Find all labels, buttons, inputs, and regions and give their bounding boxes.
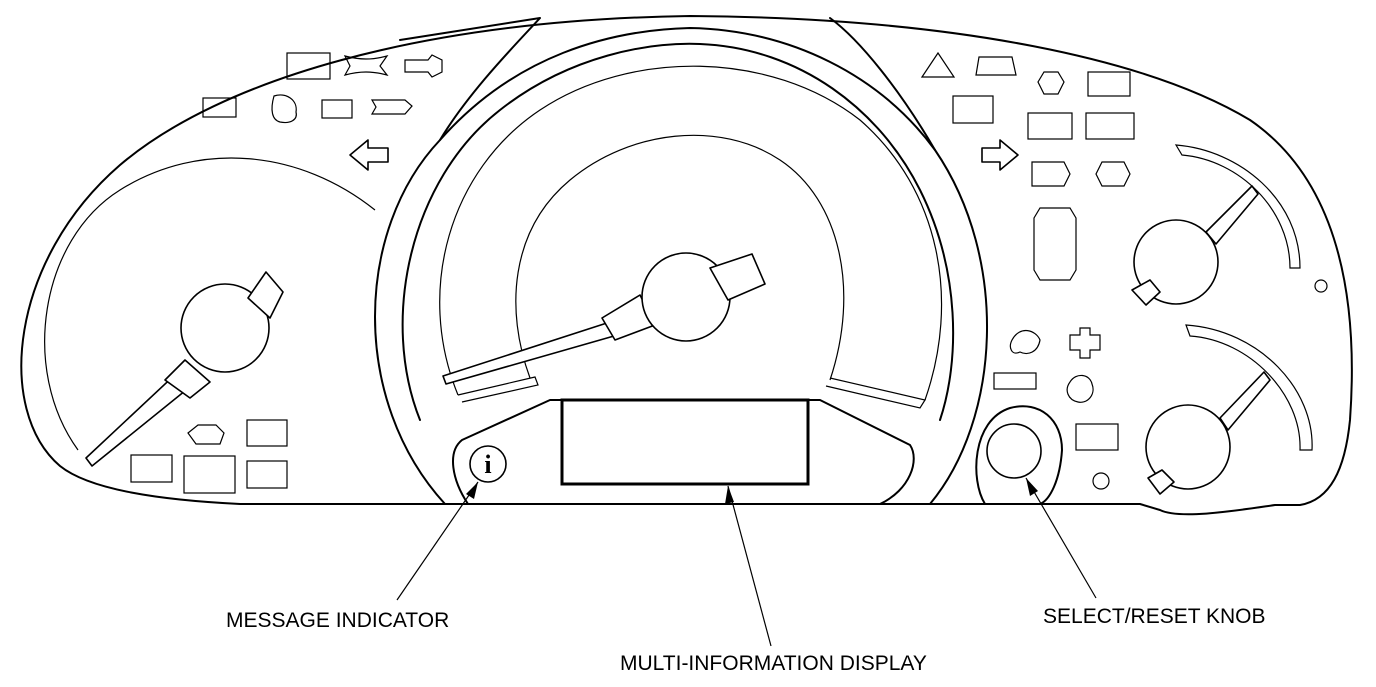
speedometer-needle-tail [709,253,766,301]
trip-reset-button-right [1314,279,1328,293]
odometer-icon [1075,423,1119,451]
engine-coolant-icon [1069,327,1101,359]
select-reset-knob [986,423,1042,479]
shift-indicator-icon [1033,207,1077,281]
message-indicator-arrowhead [466,482,478,499]
temperature-gauge-hub [1145,404,1231,490]
turn-signal-left-icon [349,139,389,171]
message-indicator: i [469,445,507,483]
message-indicator-glyph: i [484,450,491,479]
select-reset-knob-assembly [975,405,1063,505]
knob-surround [975,405,1063,505]
immobilizer-icon [404,54,443,78]
temperature-gauge-needle-tail [1147,469,1175,495]
cruise-control-icon [952,95,994,124]
fuel-gauge-needle-tail [1131,279,1161,306]
washer-fluid-icon [1027,112,1073,140]
fuel-low-icon [1031,161,1071,187]
fuel-gauge-scale [1174,144,1301,269]
multi-information-display-leader [727,485,772,647]
cruise-main-icon [1087,71,1131,97]
message-indicator-leader [396,481,479,601]
speedometer-left-shoulder [399,17,541,141]
tachometer-hub [180,283,270,373]
tpms-icon [370,99,413,115]
fuel-gauge-hub [1133,219,1219,305]
hood-open-icon [1009,330,1041,355]
temperature-gauge [1145,324,1313,495]
brake-warning-icon [286,52,331,80]
speedometer-lower-right-segment [825,377,926,409]
turn-signal-right-icon [981,139,1019,171]
parking-brake-icon [1085,112,1135,140]
select-reset-knob-leader [1025,477,1097,599]
speedometer-right-shoulder [829,17,936,151]
tachometer [44,157,376,467]
select-reset-knob-label: SELECT/RESET KNOB [1043,605,1266,628]
multi-information-display-arrowhead [725,486,734,504]
trip-reset-button-lower [1092,472,1110,490]
tachometer-needle-tail [247,271,284,319]
display-surround [452,399,915,505]
vsa-icon [246,460,288,489]
speedometer-lower-left-segment [457,376,539,403]
temperature-gauge-scale [1185,324,1313,451]
tachometer-scale-arc [44,157,376,451]
speedometer-bezel-inner [401,42,955,421]
message-indicator-label: MESSAGE INDICATOR [226,609,449,632]
abs-icon [183,455,236,494]
info-icon [469,445,507,483]
speedometer-bezel-outer [374,27,989,505]
multi-information-display [560,398,810,486]
multi-information-display-label: MULTI-INFORMATION DISPLAY [620,652,927,675]
speedometer-scale-inner [515,134,845,381]
temperature-gauge-needle [1219,371,1271,431]
seatbelt-icon [202,97,237,118]
security-icon [1095,161,1131,187]
fog-light-icon [975,56,1017,76]
door-ajar-icon [1037,71,1065,95]
charging-icon [130,454,173,483]
low-beam-icon [343,54,389,77]
fuel-gauge-needle [1205,185,1259,245]
oil-pressure-icon [271,94,297,124]
trunk-open-icon [993,372,1037,390]
tachometer-needle-joint [164,359,211,399]
fuel-gauge [1131,144,1301,306]
srs-icon [246,419,288,447]
check-engine-icon [187,424,225,445]
select-reset-knob-arrowhead [1026,478,1038,496]
high-beam-icon [920,51,956,78]
speedometer-scale-outer [439,65,943,401]
cluster-housing-outline [20,15,1353,516]
speedometer [374,27,989,505]
maintenance-minder-icon [321,99,353,119]
low-tire-icon [1066,374,1094,403]
